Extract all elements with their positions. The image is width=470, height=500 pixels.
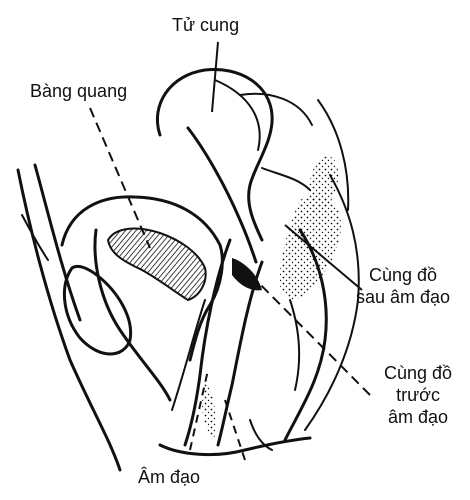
label-vagina: Âm đạo — [138, 466, 200, 488]
uterus-outline — [157, 69, 272, 240]
label-posterior-fornix: Cùng đồ sau âm đạo — [356, 264, 450, 308]
bladder-mucosa — [108, 229, 206, 300]
pubic-bone-inner — [35, 165, 80, 320]
leader-bladder — [90, 108, 150, 248]
label-anterior-fornix: Cùng đồ trước âm đạo — [384, 362, 452, 428]
label-bladder: Bàng quang — [30, 80, 127, 102]
uterus-fundus-curve — [215, 80, 260, 150]
perineum — [160, 438, 310, 455]
leader-uterus — [212, 42, 218, 112]
uterus-inner — [188, 128, 256, 262]
label-uterus: Tử cung — [172, 14, 239, 36]
